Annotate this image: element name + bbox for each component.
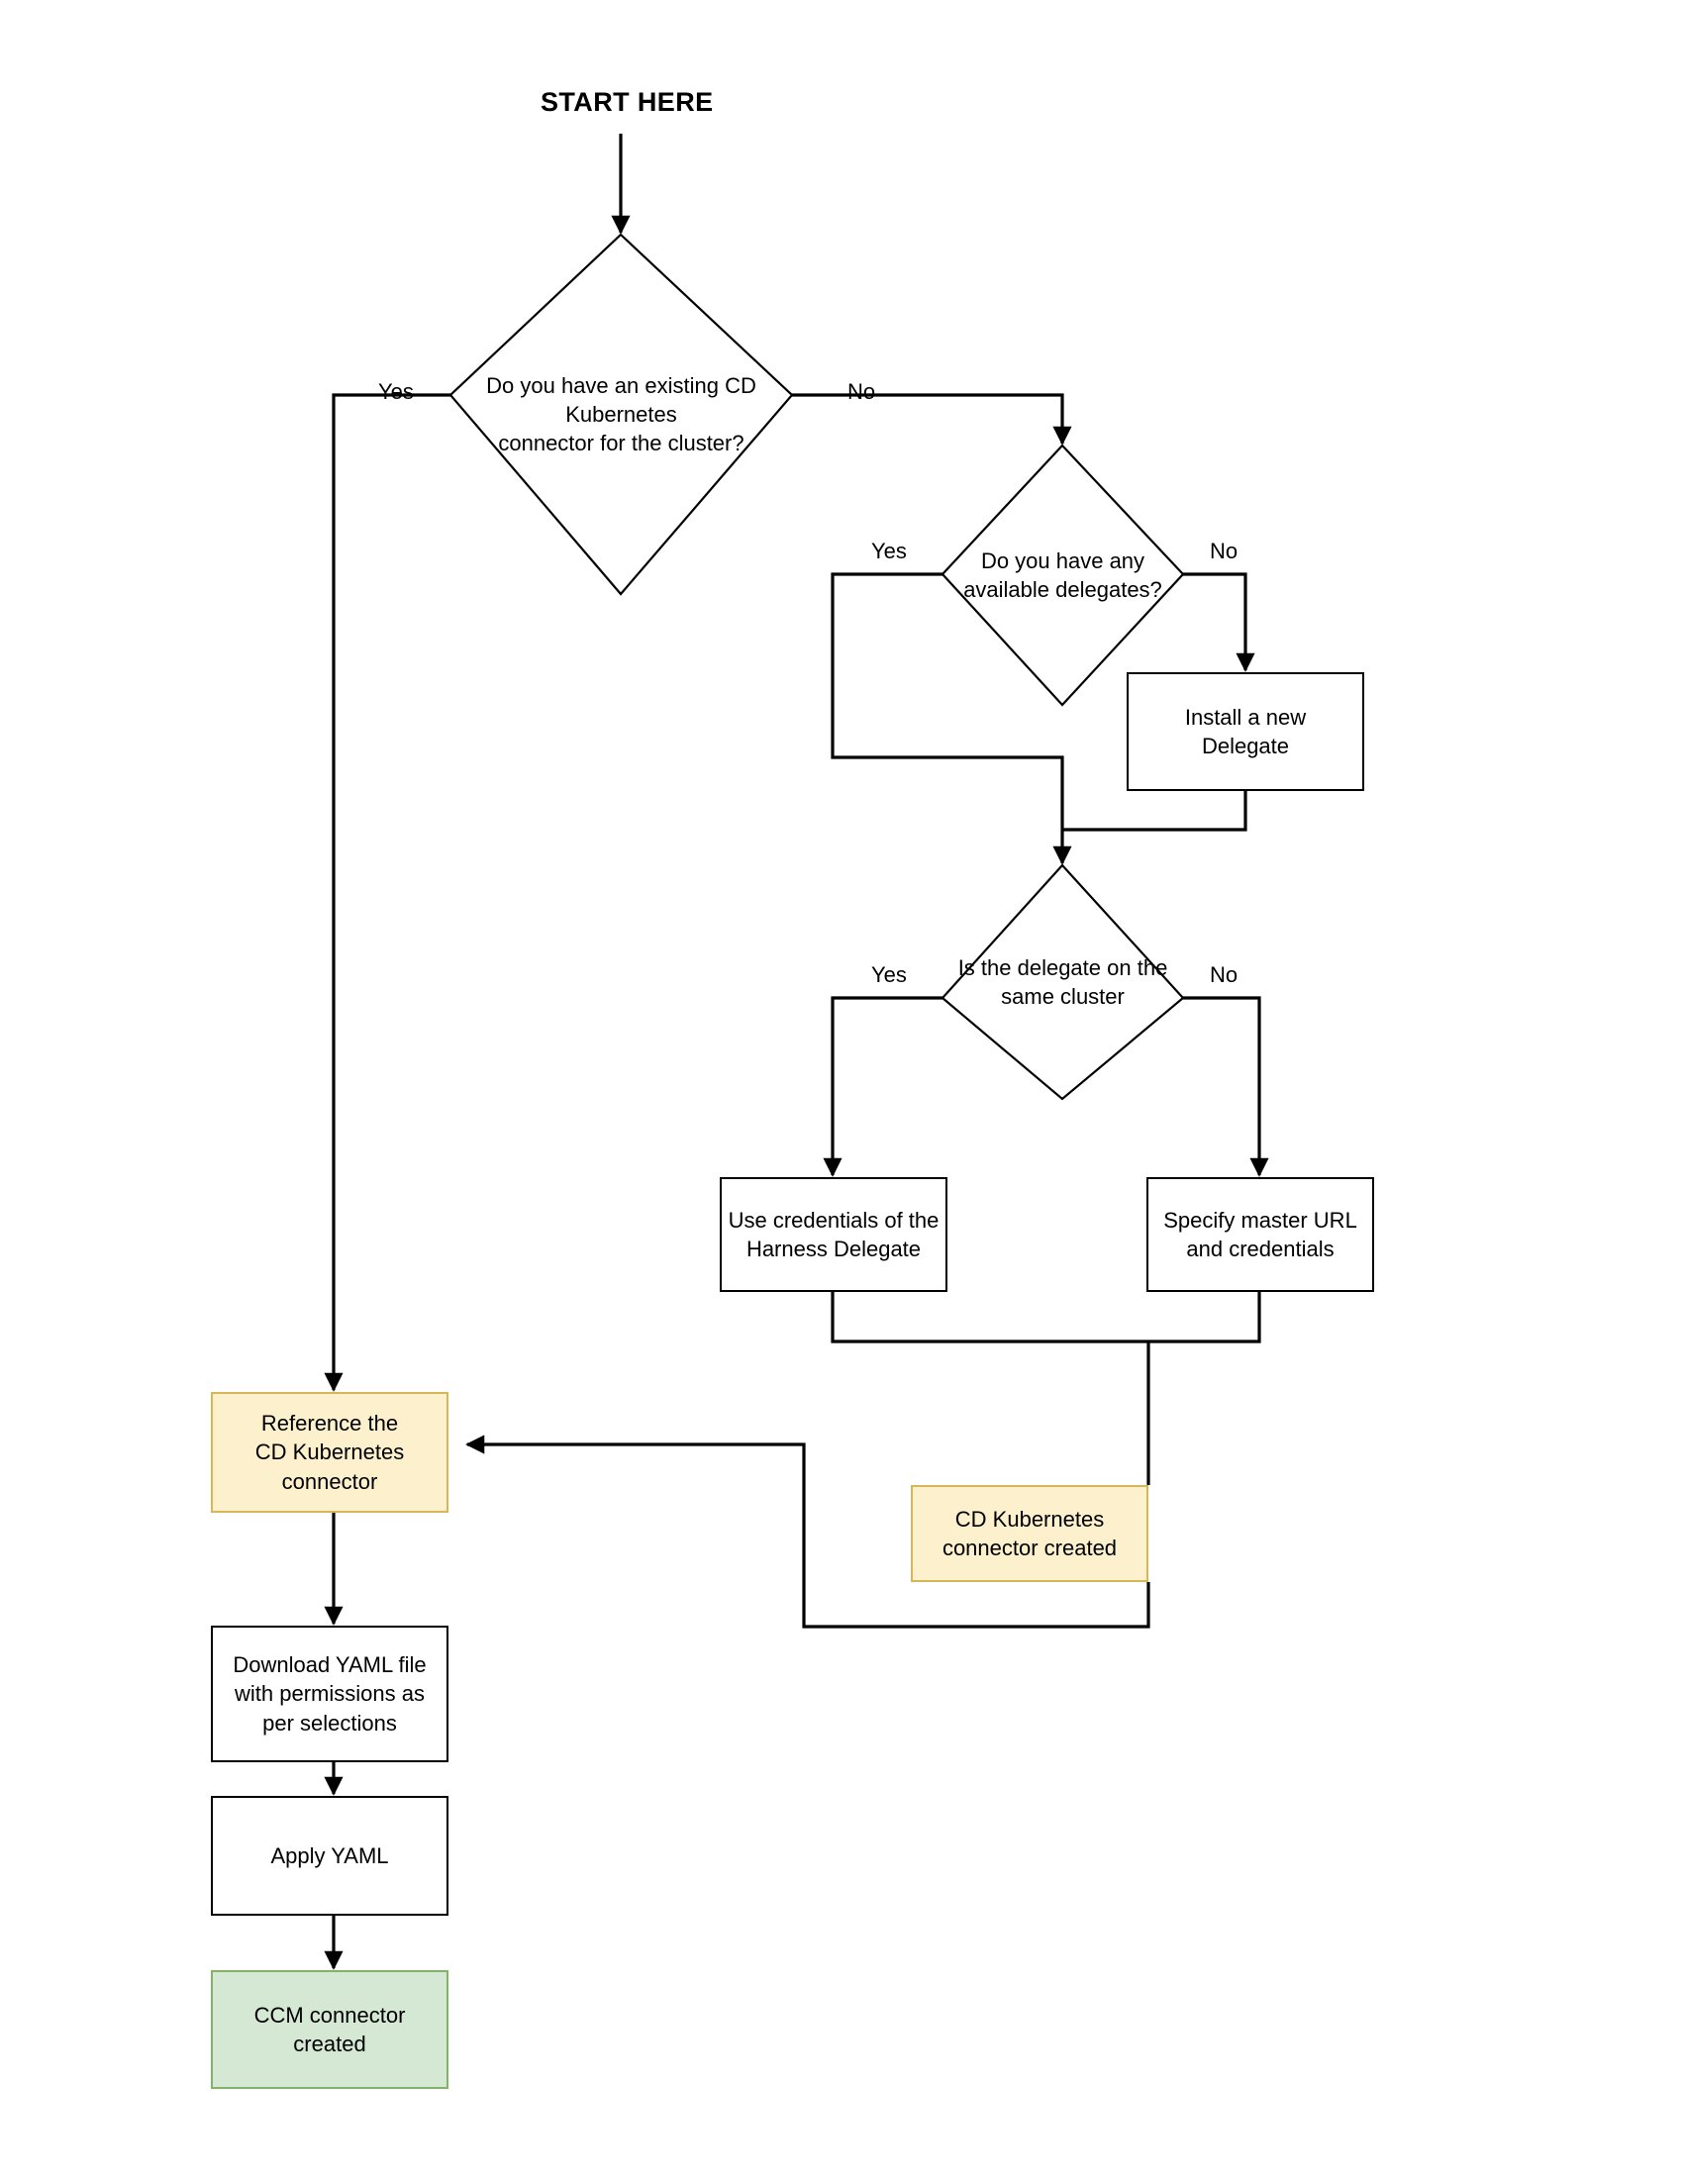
edge-label-d2-no: No (1210, 539, 1239, 563)
process-use-harness-delegate-credentials[interactable]: Use credentials of the Harness Delegate (720, 1177, 947, 1292)
process-label-specify-master-url: Specify master URL and credentials (1163, 1207, 1357, 1261)
edge-label-d1-yes: Yes (378, 379, 414, 404)
edge-use-credentials-merge (831, 1290, 1148, 1343)
process-install-new-delegate[interactable]: Install a new Delegate (1127, 672, 1364, 791)
process-download-yaml[interactable]: Download YAML file with permissions as p… (211, 1626, 448, 1762)
edge-d1-no (792, 393, 1072, 446)
decision-label-d2: Do you have any available delegates? (963, 547, 1162, 602)
edge-label-d2-yes: Yes (871, 539, 907, 563)
process-label-apply-yaml: Apply YAML (270, 1842, 389, 1868)
process-label-install-new-delegate: Install a new Delegate (1184, 704, 1307, 758)
process-ccm-connector-created[interactable]: CCM connector created (211, 1970, 448, 2089)
process-apply-yaml[interactable]: Apply YAML (211, 1796, 448, 1916)
edge-d1-yes (324, 393, 450, 1392)
edge-install-delegate-merge (1062, 789, 1247, 832)
page-title: START HERE (541, 87, 714, 117)
process-label-download-yaml: Download YAML file with permissions as p… (233, 1652, 427, 1736)
edge-d3-no (1183, 996, 1269, 1177)
decision-existing-cd-kubernetes-connector[interactable]: Do you have an existing CD Kubernetes co… (450, 235, 792, 594)
process-label-ccm-connector-created: CCM connector created (253, 2002, 406, 2056)
process-label-cd-kubernetes-connector-created: CD Kubernetes connector created (942, 1506, 1118, 1560)
process-specify-master-url[interactable]: Specify master URL and credentials (1146, 1177, 1374, 1292)
edge-d2-no (1183, 572, 1255, 672)
decision-label-d1: Do you have an existing CD Kubernetes co… (486, 372, 756, 456)
process-label-use-harness-delegate-credentials: Use credentials of the Harness Delegate (728, 1207, 940, 1261)
edge-label-d1-no: No (847, 379, 876, 404)
process-cd-kubernetes-connector-created[interactable]: CD Kubernetes connector created (911, 1485, 1148, 1582)
decision-label-d3: Is the delegate on the same cluster (957, 954, 1168, 1009)
edge-label-d3-no: No (1210, 962, 1239, 987)
edge-label-d3-yes: Yes (871, 962, 907, 987)
edge-d3-yes (823, 996, 942, 1177)
decision-available-delegates[interactable]: Do you have any available delegates? (942, 446, 1183, 705)
process-reference-cd-kubernetes-connector[interactable]: Reference the CD Kubernetes connector (211, 1392, 448, 1513)
decision-delegate-same-cluster[interactable]: Is the delegate on the same cluster (942, 865, 1183, 1099)
process-label-reference-cd-kubernetes-connector: Reference the CD Kubernetes connector (254, 1411, 405, 1494)
edge-specify-master-merge (1148, 1290, 1261, 1343)
